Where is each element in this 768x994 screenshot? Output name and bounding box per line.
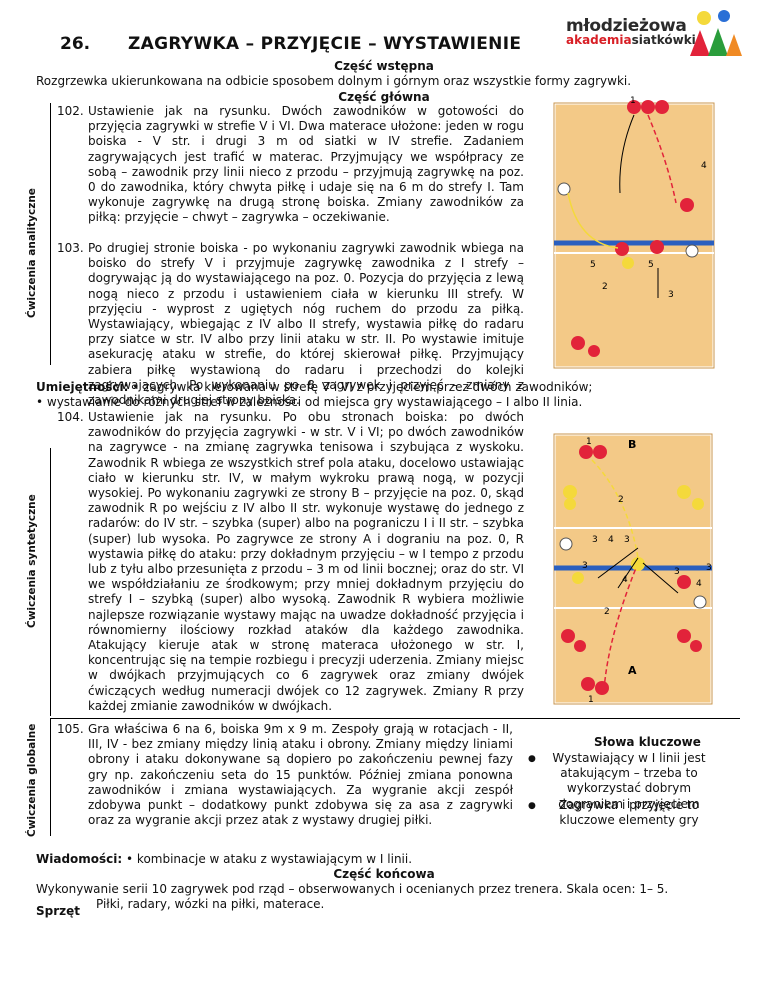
diagram2-label: 2 [618,495,624,505]
diagram2-label: 4 [622,575,628,585]
intro-text: Rozgrzewka ukierunkowana na odbicie spos… [36,74,632,88]
exercise-104-text: Ustawienie jak na rysunku. Po obu strona… [88,410,524,713]
logo-word-siatkowki: siatkówki [631,33,696,47]
diagram2-label: 3 [582,561,588,571]
logo-line2: akademiasiatkówki [566,33,696,47]
section-label-synthetic: Ćwiczenia syntetyczne [26,494,38,628]
diagram1-label: 5 [648,260,654,270]
exercise-102-text: Ustawienie jak na rysunku. Dwóch zawodni… [88,104,524,225]
page-title: ZAGRYWKA – PRZYJĘCIE – WYSTAWIENIE [128,34,522,54]
diagram1-label: 3 [668,290,674,300]
bullet-icon: ● [528,754,536,764]
skills-text-1: • zagrywka kierowana w strefę V i VI z p… [132,380,593,394]
keyword-item: Wystawiający w I linii jest atakującym –… [552,751,706,811]
section-label-global: Ćwiczenia globalne [26,723,38,837]
diagram1-label: 5 [590,260,596,270]
logo-word-akademia: akademia [566,33,632,47]
exercise-105-text: Gra właściwa 6 na 6, boiska 9m x 9 m. Ze… [88,722,513,828]
exercise-105-number: 105. [57,722,84,736]
intro-heading: Część wstępna [334,59,434,73]
exercise-number: 26. [60,34,91,54]
section-divider [50,718,51,836]
equipment-text: Piłki, radary, wózki na piłki, materace. [96,897,325,911]
diagram2-label: 3 [592,535,598,545]
diagram1-label: 1 [630,96,636,106]
exercise-103-text: Po drugiej stronie boiska - po wykonaniu… [88,241,524,408]
main-heading: Część główna [338,90,430,104]
exercise-102-number: 102. [57,104,84,118]
final-heading: Część końcowa [333,867,435,881]
section-divider [50,448,51,716]
diagram2-label: 4 [696,579,702,589]
diagram2-label: A [628,664,637,677]
diagram2-label: 3 [706,563,712,573]
exercise-104: 104. Ustawienie jak na rysunku. Po obu s… [57,410,524,714]
section-divider-horizontal [50,718,740,719]
knowledge-label: Wiadomości: [36,852,123,866]
exercise-104-number: 104. [57,410,84,424]
diagram2-label: 2 [604,607,610,617]
diagram1-label: 2 [602,282,608,292]
diagram2-label: 4 [608,535,614,545]
keywords-title: Słowa kluczowe [594,735,701,749]
knowledge-line: Wiadomości: • kombinacje w ataku z wysta… [36,852,412,867]
logo-icon [690,10,742,56]
exercise-103-number: 103. [57,241,84,255]
court-diagram-2: 1 B 2 3 4 3 3 4 3 4 3 2 A 1 [552,432,714,706]
skills-line2: • wystawianie do różnych stref w zależno… [36,395,583,409]
diagram2-label: 3 [624,535,630,545]
skills-label: Umiejętności: [36,380,129,394]
diagram2-label: 1 [588,695,594,705]
final-text: Wykonywanie serii 10 zagrywek pod rząd –… [36,882,669,896]
diagram1-label: 4 [701,161,707,171]
knowledge-text: • kombinacje w ataku z wystawiającym w I… [126,852,413,866]
diagram2-label: 1 [586,437,592,447]
logo-line1: młodzieżowa [566,16,687,36]
exercise-103: 103. Po drugiej stronie boiska - po wyko… [57,241,524,408]
equipment-label: Sprzęt [36,904,81,918]
exercise-105: 105. Gra właściwa 6 na 6, boiska 9m x 9 … [57,722,513,828]
court-diagram-1: 1 4 5 5 2 3 [552,96,716,370]
section-label-analytic: Ćwiczenia analityczne [26,188,38,318]
section-divider [50,103,51,365]
bullet-icon: ● [528,801,536,811]
keyword-item: Zagrywka i przyjęcie to kluczowe element… [559,798,699,828]
exercise-102: 102. Ustawienie jak na rysunku. Dwóch za… [57,104,524,226]
skills-line1: Umiejętności: • zagrywka kierowana w str… [36,380,592,395]
diagram2-label: B [628,438,636,451]
diagram2-label: 3 [674,567,680,577]
